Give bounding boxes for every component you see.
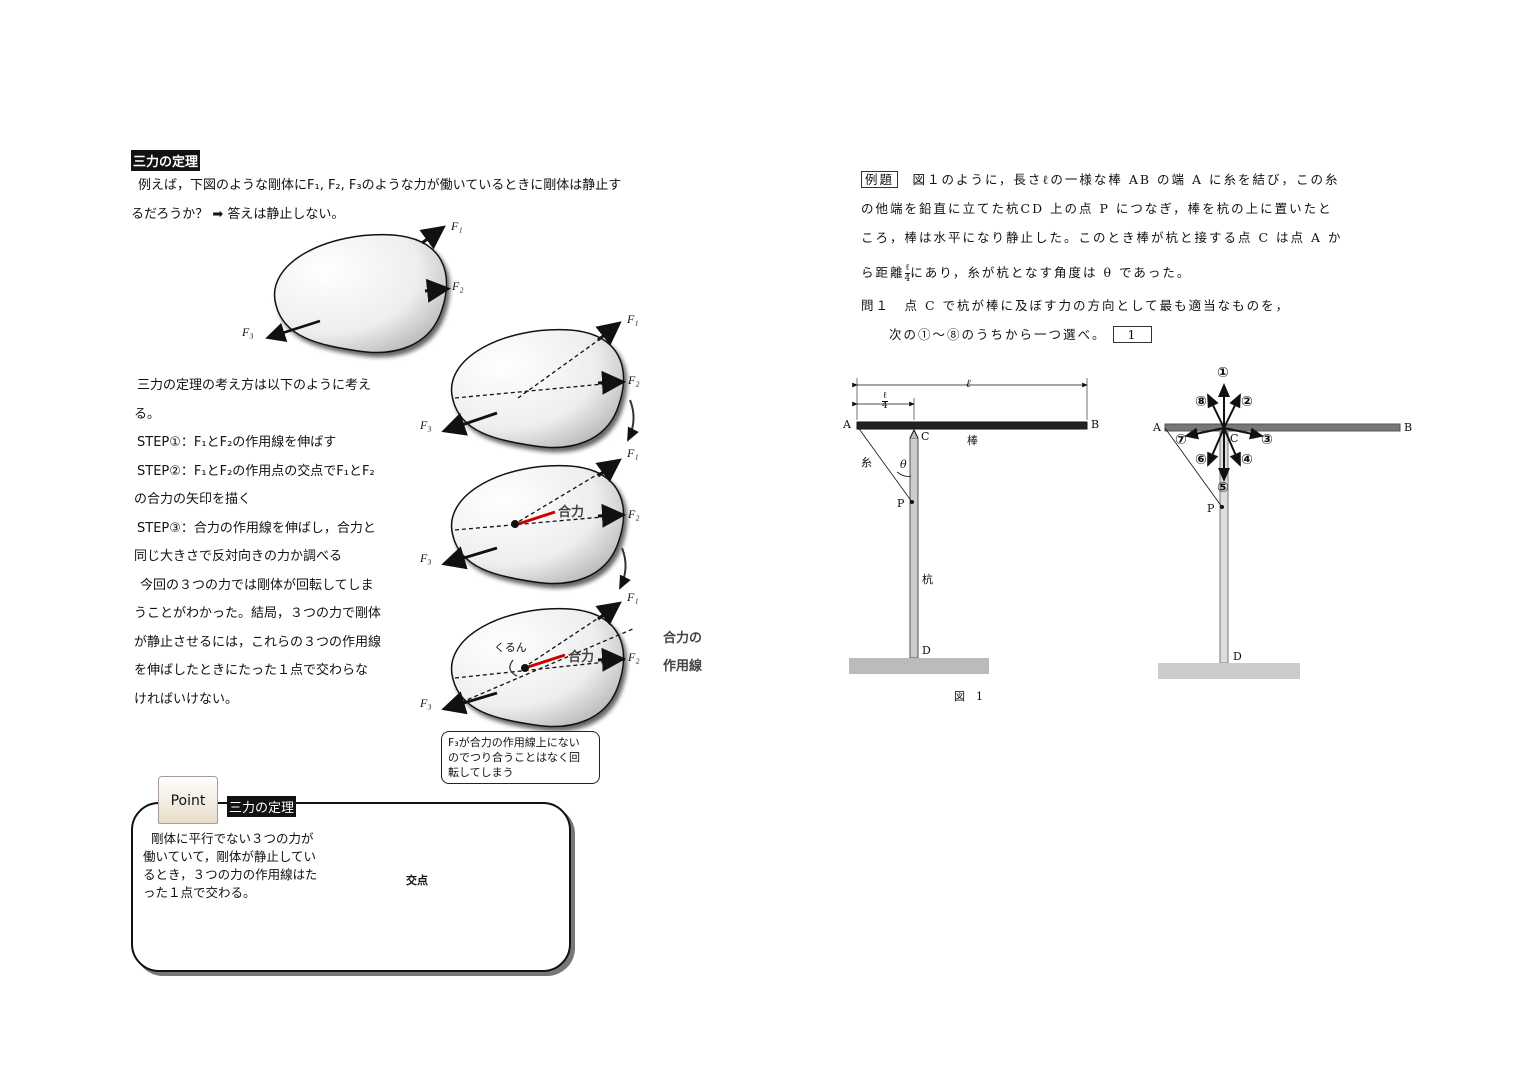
- choice-1: ①: [1217, 365, 1229, 381]
- bubble-line: のでつり合うことはなく回: [448, 751, 580, 764]
- body-line: ければいけない。: [134, 691, 239, 707]
- body-line: うことがわかった。結局，３つの力で剛体: [134, 606, 382, 621]
- rotation-label: くるん: [494, 641, 527, 654]
- resultant-line-label: 合力の: [663, 631, 703, 646]
- fig1-label-rod: 棒: [967, 434, 978, 447]
- fig2-label-p: P: [1207, 502, 1215, 515]
- fig1-label-post: 杭: [922, 573, 933, 586]
- f1-label: F₁: [627, 590, 639, 604]
- body-line: 同じ大きさで反対向きの力か調べる: [134, 549, 343, 564]
- fig1-label-p: P: [897, 497, 905, 510]
- f1-label: F₁: [451, 219, 463, 233]
- choice-3: ③: [1261, 432, 1273, 448]
- fig1-label-c: C: [921, 430, 930, 443]
- choice-6: ⑥: [1195, 452, 1207, 468]
- quarter-den: 4: [882, 401, 888, 411]
- fig1-label-d: D: [922, 644, 931, 657]
- body-line: を伸ばしたときにたった１点で交わらな: [134, 663, 369, 678]
- problem-line: 図１のように，長さℓの一様な棒 AB の端 A に糸を結び，この糸: [912, 172, 1340, 187]
- problem-line: の他端を鉛直に立てた杭CD 上の点 P につなぎ，棒を杭の上に置いたと: [861, 201, 1333, 216]
- question-line: 点 C で杭が棒に及ぼす力の方向として最も適当なものを，: [904, 298, 1291, 313]
- fig2-label-c: C: [1230, 432, 1239, 445]
- section-title: 三力の定理: [131, 150, 201, 171]
- figure-2: [1158, 383, 1401, 679]
- choice-7: ⑦: [1175, 432, 1187, 448]
- body-line: る。: [134, 406, 161, 422]
- fig1-label-a: A: [843, 418, 851, 431]
- fig1-label-theta: θ: [900, 458, 907, 471]
- point-line: 剛体に平行でない３つの力が: [151, 831, 314, 846]
- bubble-line: 転してしまう: [448, 766, 514, 779]
- body-line: が静止させるには，これらの３つの作用線: [134, 634, 382, 650]
- fig1-caption: 図 1: [954, 690, 983, 703]
- body-line: STEP③：合力の作用線を伸ばし，合力と: [137, 520, 376, 536]
- f2-label: F₂: [452, 279, 464, 293]
- fig1-label-length: ℓ: [966, 377, 971, 390]
- question-line: 次の①〜⑧のうちから一つ選べ。: [889, 327, 1107, 342]
- body-line: 三力の定理の考え方は以下のように考え: [137, 378, 372, 393]
- body-line: STEP①：F₁とF₂の作用線を伸ばす: [137, 435, 337, 450]
- choice-4: ④: [1241, 452, 1253, 468]
- intro-line-2: るだろうか？ ➡ 答えは静止しない。: [131, 207, 345, 222]
- fig2-label-b: B: [1404, 421, 1413, 434]
- f3-label: F₃: [420, 551, 432, 565]
- f2-label: F₂: [628, 650, 640, 664]
- resultant-label: 合力: [568, 650, 595, 665]
- fig1-label-string: 糸: [861, 456, 872, 469]
- point-text: 剛体に平行でない３つの力が 働いていて，剛体が静止してい るとき，３つの力の作用…: [143, 830, 317, 902]
- f1-label: F₁: [627, 312, 639, 326]
- body-line: STEP②：F₁とF₂の作用点の交点でF₁とF₂: [137, 463, 375, 479]
- intro-line-1: 例えば，下図のような剛体にF₁, F₂, F₃のような力が働いているときに剛体は…: [138, 178, 622, 193]
- point-line: 働いていて，剛体が静止してい: [143, 849, 317, 864]
- callout-bubble: F₃が合力の作用線上にない のでつり合うことはなく回 転してしまう: [441, 731, 600, 784]
- f3-label: F₃: [420, 418, 432, 432]
- choice-8: ⑧: [1195, 394, 1207, 410]
- figure-1: [849, 378, 1088, 674]
- point-badge: Point: [158, 776, 218, 824]
- f3-label: F₃: [242, 325, 254, 339]
- problem-text: 例題 図１のように，長さℓの一様な棒 AB の端 A に糸を結び，この糸 の他端…: [861, 165, 1343, 349]
- point-box: [131, 802, 571, 972]
- explanation: 三力の定理の考え方は以下のように考え る。 STEP①：F₁とF₂の作用線を伸ば…: [134, 372, 381, 714]
- point-line: った１点で交わる。: [143, 885, 256, 900]
- f2-label: F₂: [628, 507, 640, 521]
- point-title: 三力の定理: [227, 796, 297, 817]
- bubble-line: F₃が合力の作用線上にない: [448, 736, 580, 749]
- question-label: 問１: [861, 298, 891, 313]
- problem-line: ころ，棒は水平になり静止した。このとき棒が杭と接する点 C は点 A か: [861, 230, 1343, 245]
- example-badge: 例題: [861, 171, 899, 188]
- quarter-num: ℓ: [882, 391, 888, 402]
- fig2-label-d: D: [1233, 650, 1242, 663]
- f2-label: F₂: [628, 373, 640, 387]
- f3-label: F₃: [420, 696, 432, 710]
- resultant-label: 合力: [558, 505, 585, 520]
- body-line: 今回の３つの力では剛体が回転してしま: [140, 577, 374, 593]
- body-line: の合力の矢印を描く: [134, 492, 252, 507]
- choice-2: ②: [1241, 394, 1253, 410]
- f1-label: F₁: [627, 446, 639, 460]
- point-line: るとき，３つの力の作用線はた: [143, 867, 318, 882]
- intersection-label: 交点: [406, 874, 428, 887]
- fraction-numerator: ℓ: [904, 263, 911, 274]
- fraction-denominator: 4: [904, 274, 911, 284]
- rigid-body-1: [273, 233, 448, 354]
- fig1-label-b: B: [1091, 418, 1100, 431]
- problem-line: ら距離: [861, 265, 905, 280]
- answer-box[interactable]: 1: [1112, 326, 1153, 343]
- resultant-line-label: 作用線: [663, 659, 703, 674]
- problem-line: にあり，糸が杭となす角度は θ であった。: [910, 265, 1192, 280]
- fig2-label-a: A: [1153, 421, 1161, 434]
- choice-5: ⑤: [1217, 480, 1229, 496]
